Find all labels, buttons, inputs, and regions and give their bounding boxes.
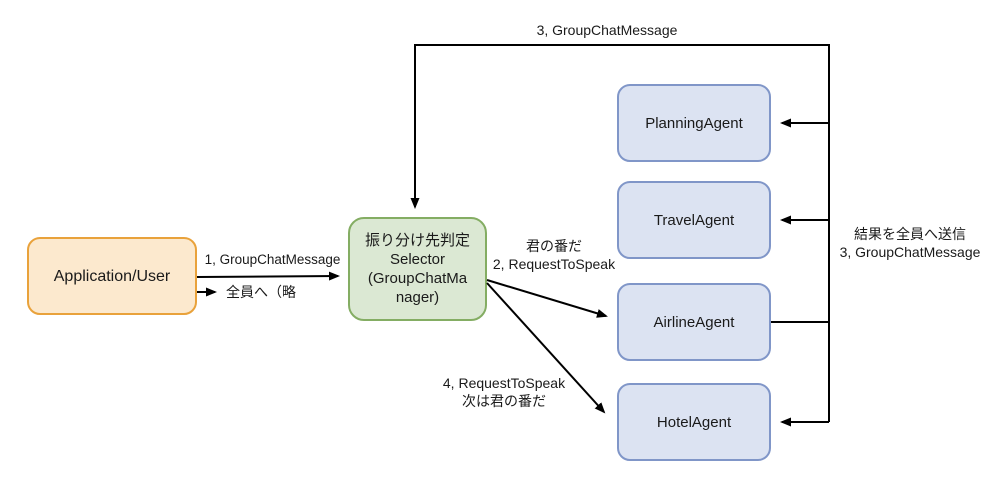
label-result-broadcast-line1: 結果を全員へ送信 <box>854 226 966 242</box>
node-application-user: Application/User <box>27 237 197 315</box>
edge-selector-to-airline <box>486 279 608 318</box>
label-selector-to-hotel-line2: 次は君の番だ <box>462 393 546 409</box>
node-airline-agent-label: AirlineAgent <box>653 313 735 331</box>
label-result-broadcast: 結果を全員へ送信 3, GroupChatMessage <box>833 225 987 261</box>
label-selector-to-hotel-line1: 4, RequestToSpeak <box>442 375 566 391</box>
label-app-to-selector: 1, GroupChatMessage <box>204 252 341 267</box>
node-travel-agent: TravelAgent <box>617 181 771 259</box>
node-hotel-agent: HotelAgent <box>617 383 771 461</box>
label-selector-to-airline: 君の番だ 2, RequestToSpeak <box>479 237 629 273</box>
node-selector: 振り分け先判定 Selector (GroupChatMa nager) <box>348 217 487 321</box>
node-selector-label-line3: (GroupChatMa <box>367 270 468 287</box>
node-application-user-label: Application/User <box>53 267 171 285</box>
label-top-loop: 3, GroupChatMessage <box>536 22 678 38</box>
node-airline-agent: AirlineAgent <box>617 283 771 361</box>
label-result-broadcast-line2: 3, GroupChatMessage <box>839 244 981 260</box>
node-travel-agent-label: TravelAgent <box>653 211 735 229</box>
label-selector-to-airline-line2: 2, RequestToSpeak <box>492 256 616 272</box>
node-hotel-agent-label: HotelAgent <box>656 413 732 431</box>
node-selector-label-line4: nager) <box>395 289 440 306</box>
node-selector-label-line2: Selector <box>389 251 446 268</box>
edge-app-to-selector <box>196 271 340 281</box>
node-planning-agent-label: PlanningAgent <box>645 114 743 132</box>
node-selector-label-line1: 振り分け先判定 <box>364 232 470 249</box>
label-selector-to-airline-line1: 君の番だ <box>526 238 582 254</box>
node-planning-agent: PlanningAgent <box>617 84 771 162</box>
label-app-broadcast: 全員へ（略 <box>226 284 296 300</box>
label-selector-to-hotel: 4, RequestToSpeak 次は君の番だ <box>429 374 579 410</box>
